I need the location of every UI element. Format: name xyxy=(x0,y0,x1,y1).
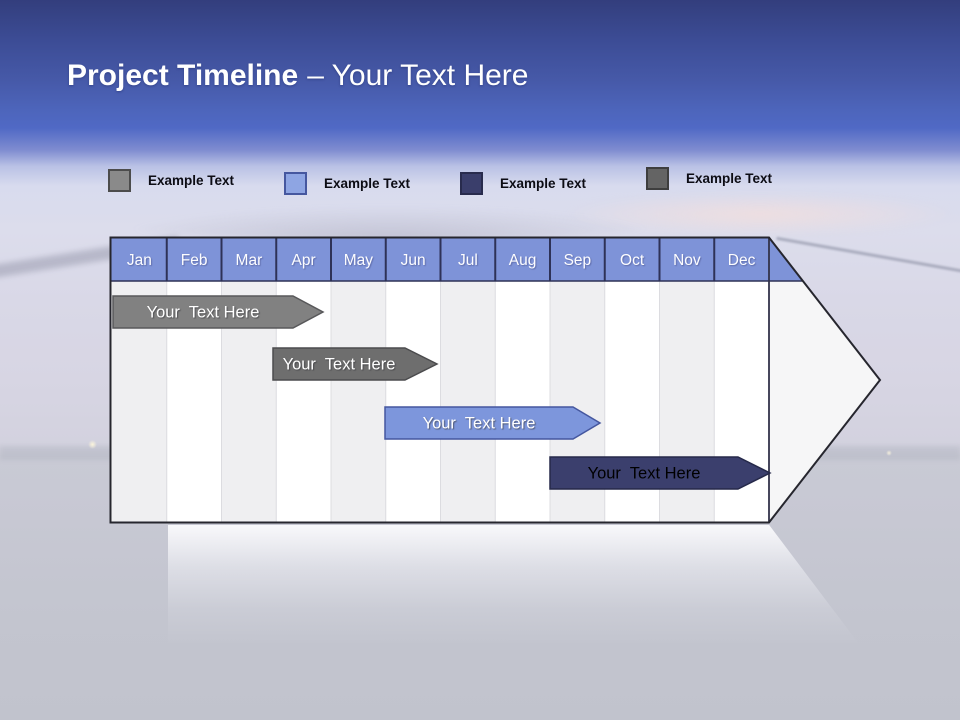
month-label: Aug xyxy=(509,252,537,269)
timeline-bar-label: Your Text Here xyxy=(147,304,260,322)
timeline-bar-label: Your Text Here xyxy=(283,356,396,374)
month-label: Nov xyxy=(673,252,701,269)
month-column xyxy=(385,281,441,523)
month-label: Oct xyxy=(620,252,645,269)
month-label: Jul xyxy=(458,252,478,269)
legend-swatch-darkgray xyxy=(646,166,669,190)
month-label: Sep xyxy=(564,252,592,269)
legend-swatch-lightblue xyxy=(284,171,307,195)
timeline-bar-4 xyxy=(549,456,772,490)
chart-arrow-outline xyxy=(109,236,882,524)
timeline-bar-1 xyxy=(112,295,325,329)
legend-item-4: Example Text xyxy=(646,166,772,190)
month-label: Feb xyxy=(181,252,208,269)
title-bold-text: Project Timeline xyxy=(67,59,299,92)
legend-item-3: Example Text xyxy=(460,171,586,195)
legend-swatch-gray xyxy=(108,168,131,192)
timeline-bar-3 xyxy=(384,406,602,440)
month-label: Mar xyxy=(236,252,263,269)
legend-label: Example Text xyxy=(148,172,235,188)
month-label: Jan xyxy=(127,252,152,269)
month-label: Dec xyxy=(728,252,756,269)
legend-item-1: Example Text xyxy=(108,168,234,192)
background-light-dot-small xyxy=(886,450,892,456)
title-regular-text: – Your Text Here xyxy=(307,59,529,92)
month-label: Jun xyxy=(401,252,426,269)
month-header-separators xyxy=(165,237,716,281)
timeline-bar-label: Your Text Here xyxy=(588,465,701,483)
legend-swatch-navy xyxy=(460,171,483,195)
legend-label: Example Text xyxy=(324,175,411,191)
timeline-bar-label: Your Text Here xyxy=(423,415,536,433)
month-labels: Jan Feb Mar Apr May Jun Jul Aug Sep Oct … xyxy=(127,252,756,269)
timeline-chart: Jan Feb Mar Apr May Jun Jul Aug Sep Oct … xyxy=(109,236,882,524)
background-sunset-glow xyxy=(560,192,960,236)
month-column xyxy=(495,281,550,523)
legend-item-2: Example Text xyxy=(284,171,410,195)
timeline-bar-2 xyxy=(272,347,439,381)
month-column xyxy=(331,281,386,523)
chart-reflection xyxy=(168,525,875,665)
month-header-band xyxy=(110,237,816,281)
page-title: Project Timeline– Your Text Here xyxy=(67,59,528,93)
month-label: May xyxy=(344,252,374,269)
month-label: Apr xyxy=(292,252,316,269)
month-column xyxy=(440,281,496,523)
background-light-dot xyxy=(88,440,97,449)
legend-label: Example Text xyxy=(500,175,587,191)
legend-label: Example Text xyxy=(686,170,773,186)
